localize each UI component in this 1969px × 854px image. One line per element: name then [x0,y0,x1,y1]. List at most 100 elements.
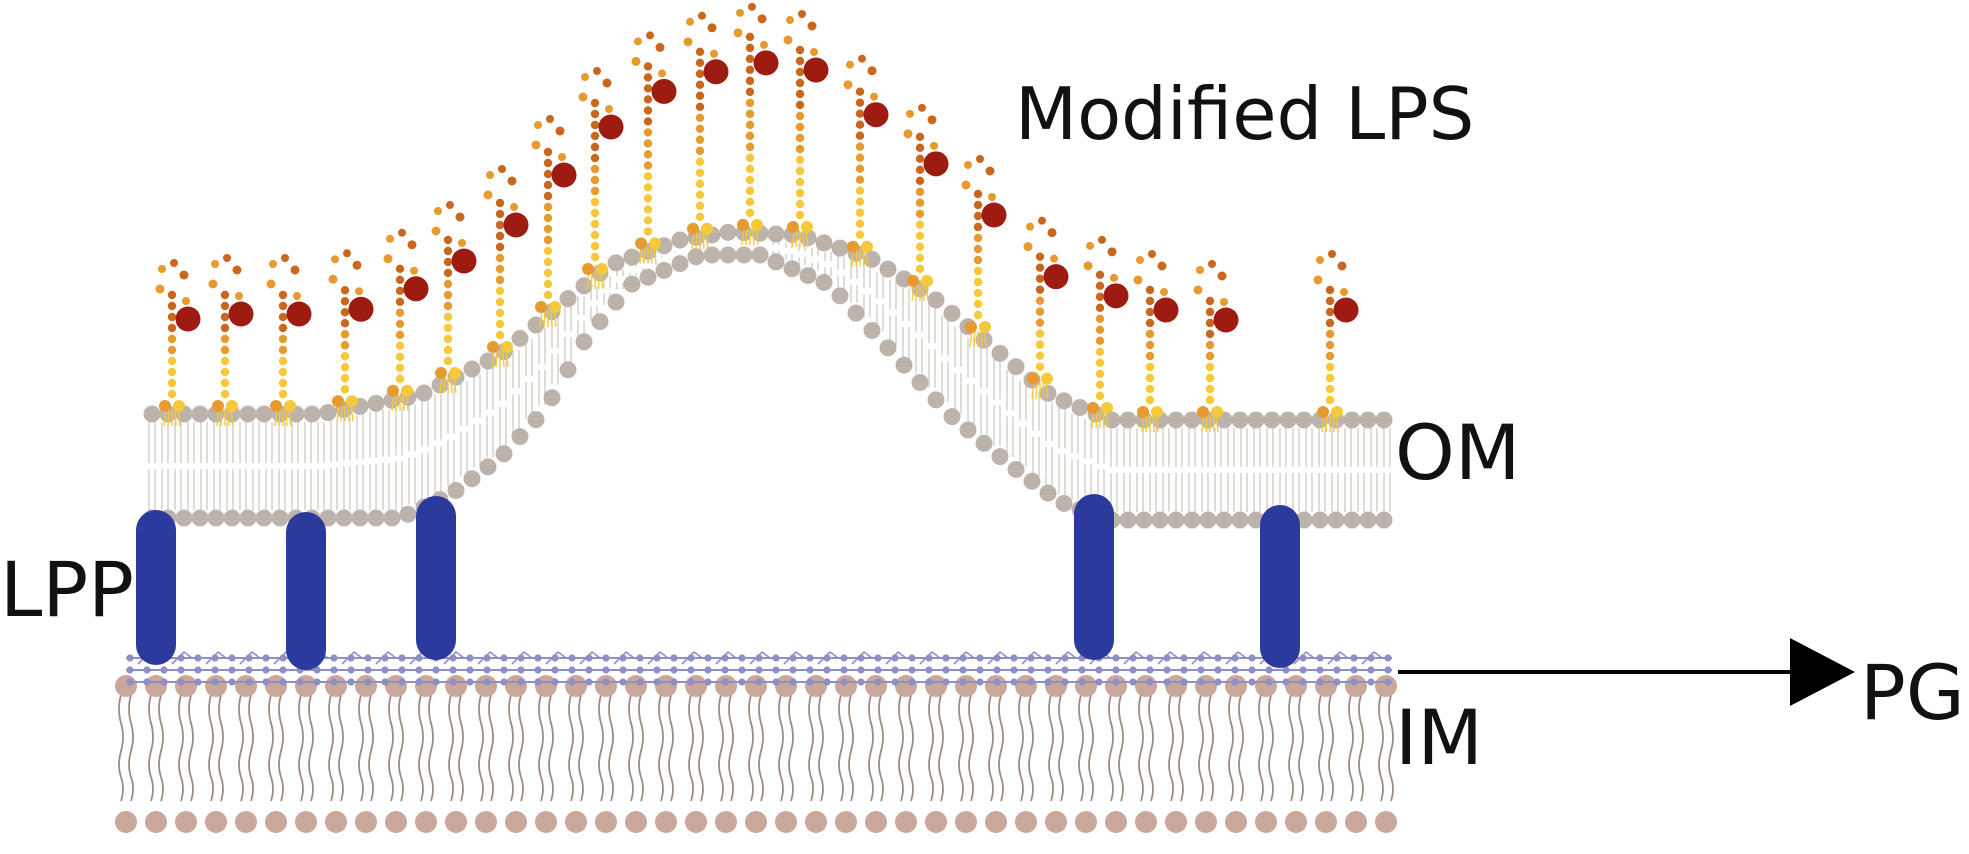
lps-chain-unit [167,389,177,399]
pg-unit [687,678,695,686]
lps-chain-unit [266,279,276,289]
im-lipid-tail [548,694,554,802]
im-lipid-tail [998,694,1004,802]
lps-chain-unit [443,356,453,366]
lps-lipid-a [851,250,855,267]
pg-unit [704,678,712,686]
lps-chain-unit [1035,274,1045,283]
pg-unit [1350,678,1358,686]
lps-lipid-a [1335,415,1339,433]
lps-chain-unit [698,11,706,20]
lps-lipid-a [395,394,398,411]
im-lipid-head [1015,811,1037,833]
pg-unit [789,666,797,674]
lps-chain-unit [1035,362,1045,371]
pg-unit [262,666,270,674]
pg-unit [1010,666,1018,674]
im-lipid-head [295,811,317,833]
pg-crosslink [919,650,941,665]
pg-unit [160,666,168,674]
lps-lipid-a [862,250,865,267]
pg-crosslink [1361,650,1383,665]
pg-unit [738,654,746,662]
lps-chain-unit [745,131,755,141]
lps-lipid-a [653,247,657,264]
lps-chain-unit [158,265,166,273]
lps-chain-unit [745,164,755,174]
im-lipid-tail [1328,694,1334,802]
pg-unit [1282,678,1290,686]
im-lipid-head [1045,811,1067,833]
lps-lipid-a [705,232,709,249]
lps-lipid-a [1091,411,1095,428]
lps-chain-unit [340,286,350,295]
im-lipid-tail [938,694,944,802]
im-lipid-tail [1168,694,1174,802]
pg-unit [1146,678,1154,686]
im-lipid-tail [868,694,874,802]
pg-crosslink [1055,650,1077,665]
im-lipid-head [445,675,467,697]
im-lipid-head [895,675,917,697]
lps-chain-unit [1205,395,1215,405]
pg-crosslink [1191,650,1213,665]
lps-dark-sugar [703,59,729,85]
lps-core-unit [921,274,933,287]
im-lipid-head [1345,811,1367,833]
lps-molecule [1193,260,1239,433]
lps-chain-unit [707,23,717,33]
pg-unit [653,678,661,686]
lps-chain-unit [695,102,705,112]
lps-chain-unit [643,216,653,225]
im-lipid-tail [238,694,244,802]
lps-dark-sugar [228,301,254,327]
lps-chain-unit [1035,318,1045,327]
im-lipid-tail [118,694,124,802]
lps-core-unit [1041,372,1053,385]
pg-crosslink [953,650,975,665]
lps-core-unit [173,400,185,412]
im-lipid-tail [448,694,454,802]
pg-crosslink [783,650,805,665]
om-inner-head [1231,511,1249,529]
om-inner-head [847,304,865,322]
im-lipid-tail [148,694,154,802]
lps-core-unit [701,222,713,235]
im-lipid-head [1075,675,1097,697]
lps-core-unit [501,341,513,353]
lps-chain-unit [643,95,653,104]
pg-unit [1248,666,1256,674]
im-lipid-head [1105,811,1127,833]
om-inner-head [399,505,417,523]
lps-lipid-a [1105,411,1109,428]
lps-lipid-a [745,228,748,245]
lps-chain-unit [855,219,865,228]
om-outer-head [1167,411,1185,429]
lps-chain-unit [795,188,805,198]
lps-dark-sugar [863,102,889,128]
pg-unit [1316,654,1324,662]
om-inner-head [271,509,289,527]
im-lipid-tail [188,694,194,802]
im-lipid-head [1255,675,1277,697]
lps-chain-unit [745,208,755,218]
im-lipid-head [115,675,137,697]
pg-unit [1350,654,1358,662]
lps-chain-unit [543,224,553,234]
lps-chain-unit [167,334,177,344]
lps-chain-unit [1325,318,1335,328]
im-lipid-tail [158,694,164,802]
lps-chain-unit [795,78,805,88]
lps-chain-unit [683,37,693,47]
lps-chain-unit [695,146,705,155]
lps-chain-unit [1133,275,1143,285]
lps-chain-unit [331,255,339,264]
lps-chain-unit [558,153,566,161]
lps-chain-unit [395,319,405,328]
om-outer-head [1071,399,1089,416]
pg-unit [1299,678,1307,686]
lps-chain-unit [855,109,865,118]
im-lipid-tail [698,694,704,802]
lps-lipid-a [915,284,918,301]
